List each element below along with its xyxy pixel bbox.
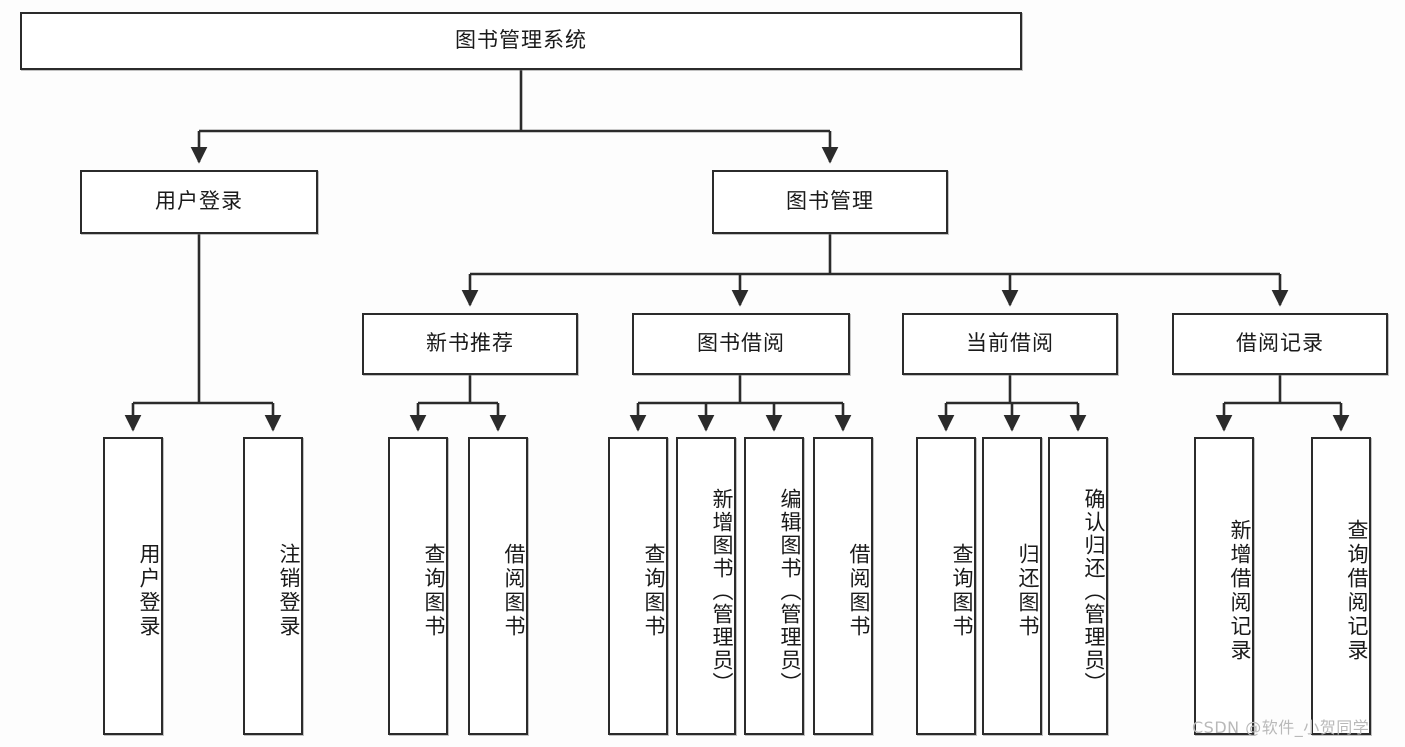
leaf-borrow-book-newbook[interactable]: 借阅图书 xyxy=(468,437,528,735)
node-new-book-rec[interactable]: 新书推荐 xyxy=(362,313,578,375)
leaf-add-borrow-record[interactable]: 新增借阅记录 xyxy=(1194,437,1254,735)
node-book-manage[interactable]: 图书管理 xyxy=(712,170,948,234)
leaf-logout-login[interactable]: 注销登录 xyxy=(243,437,303,735)
leaf-query-borrow-record[interactable]: 查询借阅记录 xyxy=(1311,437,1371,735)
node-current-borrow[interactable]: 当前借阅 xyxy=(902,313,1118,375)
csdn-watermark: CSDN @软件_小贺同学 xyxy=(1192,718,1370,737)
node-root[interactable]: 图书管理系统 xyxy=(20,12,1022,70)
leaf-add-book-admin[interactable]: 新增图书（管理员） xyxy=(676,437,736,735)
leaf-query-book-current[interactable]: 查询图书 xyxy=(916,437,976,735)
leaf-user-login[interactable]: 用户登录 xyxy=(103,437,163,735)
node-user-login[interactable]: 用户登录 xyxy=(80,170,318,234)
leaf-return-book[interactable]: 归还图书 xyxy=(982,437,1042,735)
node-borrow-record[interactable]: 借阅记录 xyxy=(1172,313,1388,375)
node-book-borrow[interactable]: 图书借阅 xyxy=(632,313,850,375)
leaf-borrow-book-borrow[interactable]: 借阅图书 xyxy=(813,437,873,735)
leaf-confirm-return-admin[interactable]: 确认归还（管理员） xyxy=(1048,437,1108,735)
leaf-edit-book-admin[interactable]: 编辑图书（管理员） xyxy=(744,437,804,735)
leaf-query-book-newbook[interactable]: 查询图书 xyxy=(388,437,448,735)
leaf-query-book-borrow[interactable]: 查询图书 xyxy=(608,437,668,735)
